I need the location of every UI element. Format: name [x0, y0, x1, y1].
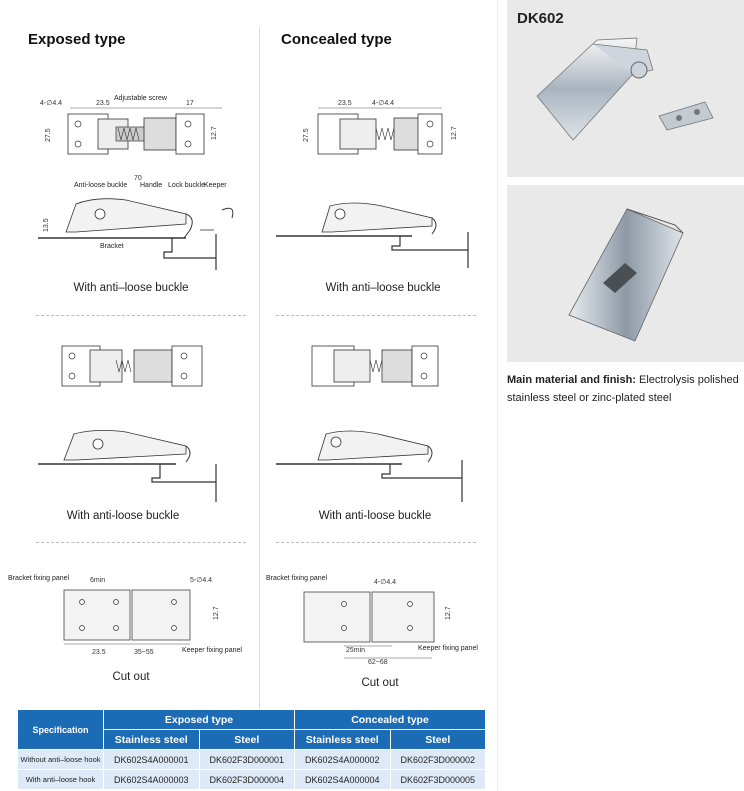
dim-27-5: 27.5 — [45, 128, 52, 142]
concealed-top-view-drawing: 23.5 4-∅4.4 27.5 12.7 14 — [303, 100, 458, 155]
dim-holes4: 4-∅4.4 — [374, 579, 396, 586]
exposed-cutout-caption: Cut out — [112, 671, 150, 683]
exposed-type-title: Exposed type — [28, 31, 126, 48]
section-divider-right — [276, 315, 476, 316]
table-cell: DK602S4A000001 — [103, 749, 200, 770]
table-cell: DK602S4A000003 — [103, 769, 200, 790]
adjustable-screw-label: Adjustable screw — [114, 95, 168, 102]
keeper-label: Keeper — [204, 182, 227, 189]
dim-13-5: 13.5 — [43, 218, 50, 232]
dim-12-7: 12.7 — [211, 126, 218, 140]
dim-70: 70 — [134, 175, 142, 182]
table-cell: DK602F3D000002 — [389, 749, 486, 770]
spec-header: Specification — [17, 709, 104, 750]
latch-photo-closed — [568, 208, 684, 342]
material-description: Main material and finish: Electrolysis p… — [507, 371, 744, 407]
lock-buckle-label: Lock buckle — [168, 182, 205, 189]
subheader-steel-2: Steel — [389, 729, 486, 750]
row-label: With anti–loose hook — [17, 769, 104, 790]
dim-holes-r: 4-∅4.4 — [372, 100, 394, 107]
dim-25min: 25min — [346, 647, 365, 654]
exposed-top-view-2-drawing — [61, 345, 203, 387]
handle-label: Handle — [140, 182, 162, 189]
table-cell: DK602S4A000004 — [294, 769, 391, 790]
concealed-side-view-drawing — [276, 202, 469, 268]
dim-5-holes: 5-∅4.4 — [190, 577, 212, 584]
concealed-caption-1: With anti–loose buckle — [325, 282, 441, 294]
section-divider-right-2 — [276, 542, 476, 543]
table-row: Without anti–loose hook DK602S4A000001 D… — [17, 749, 486, 770]
table-cell: DK602F3D000004 — [198, 769, 295, 790]
concealed-cutout-drawing: Bracket fixing panel 4-∅4.4 12.7 14 25mi… — [266, 575, 478, 666]
keeper-fixing-panel-label-r: Keeper fixing panel — [418, 645, 478, 652]
dim-23-5b: 23.5 — [92, 649, 106, 656]
dim-23-5: 23.5 — [96, 100, 110, 107]
subheader-steel-1: Steel — [198, 729, 295, 750]
dim-12-7-r: 12.7 — [451, 126, 458, 140]
concealed-type-title: Concealed type — [281, 31, 392, 48]
table-row: With anti–loose hook DK602S4A000003 DK60… — [17, 769, 486, 790]
product-photo-2 — [507, 185, 744, 362]
material-label: Main material and finish: — [507, 374, 636, 386]
column-divider — [259, 28, 260, 708]
row-label: Without anti–loose hook — [17, 749, 104, 770]
exposed-caption-2: With anti-loose buckle — [66, 510, 180, 522]
dim-12-7b-r: 12.7 — [445, 606, 452, 620]
dim-17: 17 — [186, 100, 194, 107]
group-header-concealed: Concealed type — [294, 709, 486, 730]
dim-12-7b: 12.7 — [213, 606, 220, 620]
concealed-caption-2: With anti-loose buckle — [318, 510, 432, 522]
exposed-caption-1: With anti–loose buckle — [73, 282, 189, 294]
table-cell: DK602F3D000001 — [198, 749, 295, 770]
bracket-label: Bracket — [100, 243, 124, 250]
specification-table: Specification Exposed type Concealed typ… — [17, 709, 486, 790]
keeper-fixing-panel-label: Keeper fixing panel — [182, 647, 242, 654]
dim-23-5-r: 23.5 — [338, 100, 352, 107]
subheader-stainless-1: Stainless steel — [103, 729, 200, 750]
table-cell: DK602F3D000005 — [389, 769, 486, 790]
photo-divider — [497, 0, 498, 791]
material-text: Electrolysis polished stainless steel or… — [507, 374, 739, 404]
dim-27-5-r: 27.5 — [303, 128, 310, 142]
concealed-cutout-caption: Cut out — [361, 677, 399, 689]
dim-62-68: 62~68 — [368, 659, 388, 666]
latch-photo-open — [536, 37, 714, 141]
dim-6min: 6min — [90, 577, 105, 584]
dim-holes: 4-∅4.4 — [40, 100, 62, 107]
exposed-top-view-drawing: 4-∅4.4 23.5 Adjustable screw 17 27.5 12.… — [40, 95, 222, 155]
product-code: DK602 — [517, 10, 564, 27]
exposed-cutout-drawing: Bracket fixing panel 6min 5-∅4.4 12.7 23… — [8, 575, 242, 656]
subheader-stainless-2: Stainless steel — [294, 729, 391, 750]
group-header-exposed: Exposed type — [103, 709, 295, 730]
dim-35-55: 35~55 — [134, 649, 154, 656]
exposed-side-view-drawing: Anti-loose buckle Handle Lock buckle Kee… — [38, 175, 234, 270]
section-divider-left-2 — [36, 542, 246, 543]
concealed-top-view-2-drawing — [311, 345, 439, 387]
bracket-fixing-panel-label-r: Bracket fixing panel — [266, 575, 328, 582]
anti-loose-buckle-label: Anti-loose buckle — [74, 182, 127, 189]
exposed-side-view-2-drawing — [38, 430, 217, 502]
table-cell: DK602S4A000002 — [294, 749, 391, 770]
concealed-side-view-2-drawing — [276, 430, 463, 502]
bracket-fixing-panel-label: Bracket fixing panel — [8, 575, 70, 582]
product-photo-1 — [507, 0, 744, 177]
section-divider-left — [36, 315, 246, 316]
